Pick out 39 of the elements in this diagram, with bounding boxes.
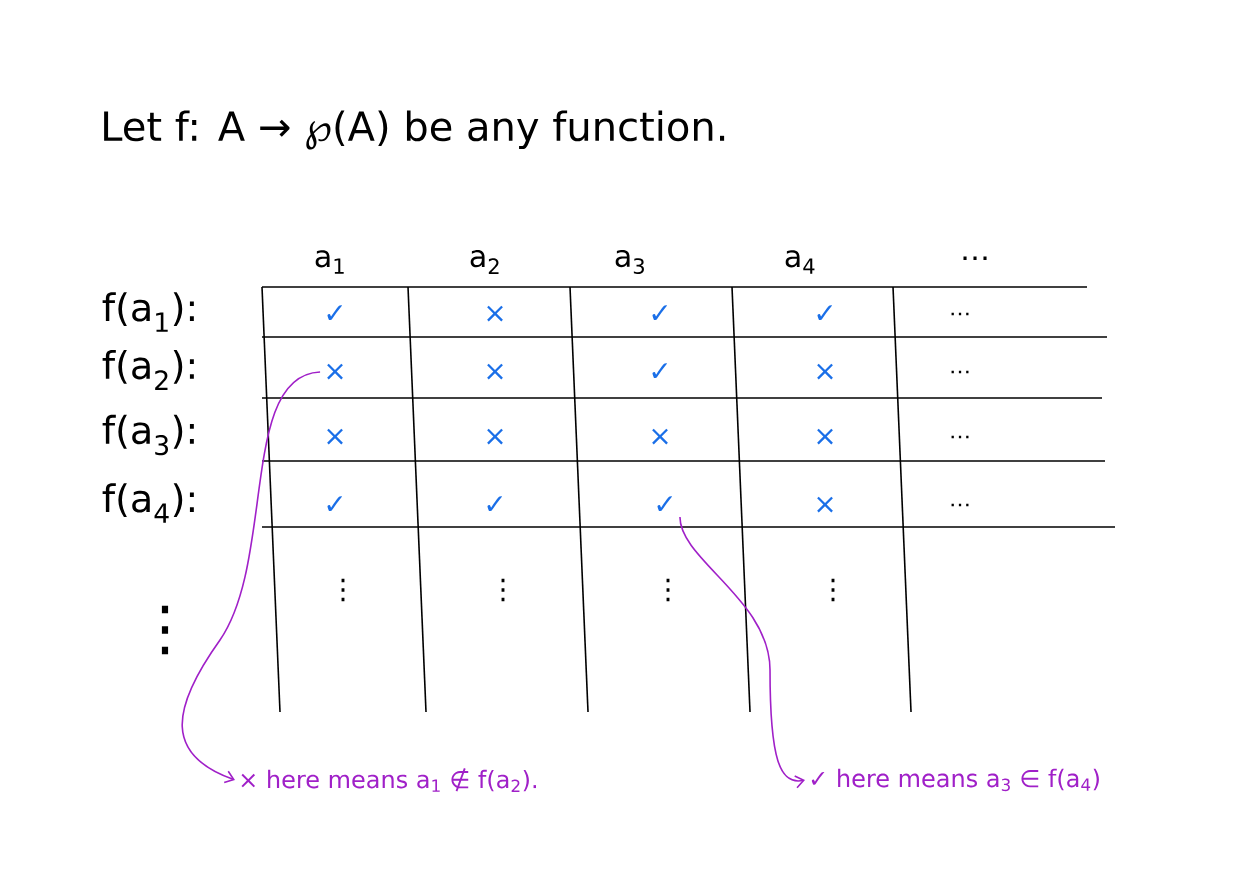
ellipsis: … <box>951 435 969 439</box>
ellipsis: … <box>951 503 969 507</box>
table-cell: × <box>817 428 833 445</box>
ellipsis: ⋮ <box>501 578 505 602</box>
table-cell: ✓ <box>817 305 832 321</box>
row-label: f(a$_{1}$): <box>102 292 194 332</box>
row-label: f(a$_{2}$): <box>102 350 194 391</box>
ellipsis: ⋮ <box>161 605 169 655</box>
table-cell: ✓ <box>327 496 342 512</box>
note-text: ✓ here means a$_{3}$ ∈ f(a$_{4}$) <box>811 768 1099 792</box>
table-cell: ✓ <box>487 496 502 512</box>
row-label: f(a$_{3}$): <box>102 414 194 456</box>
leader-arrow <box>679 516 805 789</box>
table-cell: ✓ <box>652 305 667 321</box>
leader-arrow <box>181 371 321 784</box>
column-header: a$_{1}$ <box>315 250 344 274</box>
row-label: f(a$_{4}$): <box>102 483 194 523</box>
table-cell: × <box>817 363 833 380</box>
ellipsis: ⋮ <box>831 578 835 602</box>
table-cell: × <box>327 428 343 445</box>
table-cell: ✓ <box>657 496 672 512</box>
table-cell: × <box>817 496 833 513</box>
column-header: a$_{4}$ <box>785 250 815 274</box>
ellipsis: … <box>951 370 969 374</box>
ellipsis: ⋮ <box>341 578 345 602</box>
ellipsis: ⋮ <box>666 578 670 602</box>
column-header: a$_{3}$ <box>615 249 644 275</box>
table-cell: × <box>487 428 503 445</box>
column-header: ⋯ <box>963 256 987 261</box>
table-cell: × <box>327 363 343 380</box>
table-cell: × <box>487 363 503 380</box>
table-cell: × <box>487 305 503 322</box>
ellipsis: … <box>951 312 969 316</box>
table-cell: × <box>652 428 668 445</box>
heading: Let f: A → ℘(A) be any function. <box>104 110 725 150</box>
table-cell: ✓ <box>327 305 342 321</box>
note-text: × here means a$_{1}$ ∉ f(a$_{2}$). <box>241 768 536 792</box>
column-header: a$_{2}$ <box>470 250 499 274</box>
table-cell: ✓ <box>652 363 667 379</box>
